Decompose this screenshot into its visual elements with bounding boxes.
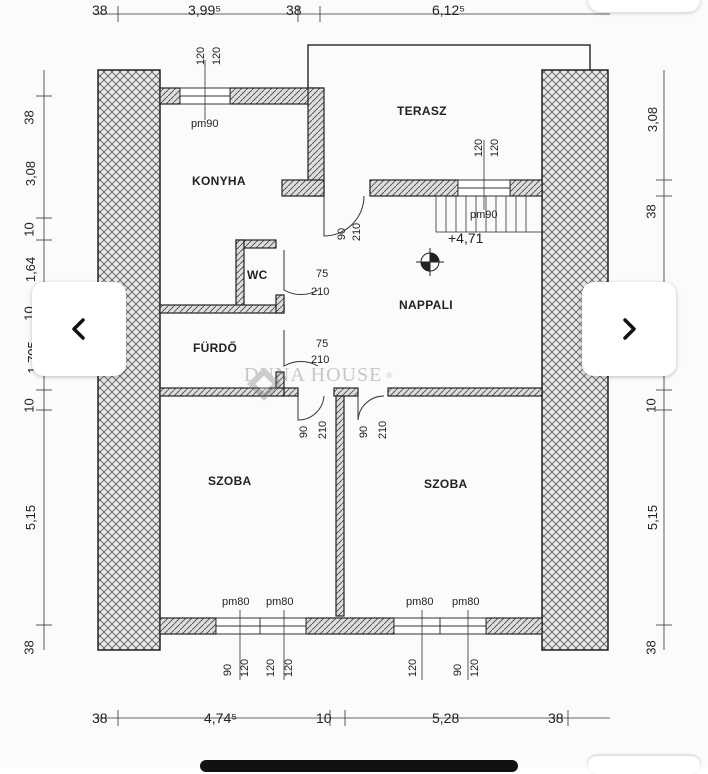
left-dim-1: 38 (21, 110, 37, 125)
left-dim-2: 3,08 (23, 160, 39, 187)
room-label-room-right: SZOBA (424, 477, 468, 491)
bottom-dim-1: 38 (92, 710, 108, 726)
top-dim-4: 6,12⁵ (432, 2, 466, 18)
door-room1-height: 210 (317, 420, 330, 440)
right-dim-5: 38 (643, 640, 659, 655)
door-kitchen-width: 90 (336, 227, 349, 241)
bottom-window-dim-4: 120 (283, 658, 296, 678)
duna-house-logo-icon (247, 367, 281, 401)
top-dim-3: 38 (286, 2, 302, 18)
bottom-window-dim-2: 120 (239, 658, 252, 678)
bottom-window-dim-3: 120 (265, 658, 278, 678)
right-dim-1: 3,08 (645, 106, 661, 133)
window-label-bottom-3: pm80 (406, 596, 434, 608)
door-wc-width: 75 (316, 268, 329, 280)
left-dim-9: 38 (21, 640, 37, 655)
bottom-window-dim-1: 90 (222, 663, 235, 677)
right-dim-2: 38 (643, 204, 659, 219)
next-image-button[interactable] (582, 282, 676, 376)
room-label-wc: WC (247, 268, 268, 282)
duna-house-watermark: DUNA HOUSE ® (244, 364, 393, 401)
right-dim-3: 10 (643, 398, 659, 413)
window-height-terrace-1: 120 (473, 138, 486, 158)
level-label: +4,71 (448, 230, 484, 246)
door-room2-height: 210 (377, 420, 390, 440)
window-label-bottom-2: pm80 (266, 596, 294, 608)
left-dim-8: 5,15 (23, 504, 39, 531)
bottom-dim-5: 38 (548, 710, 564, 726)
window-height-kitchen-2: 120 (211, 46, 224, 66)
left-dim-3: 10 (21, 222, 37, 237)
window-label-kitchen: pm90 (191, 118, 219, 130)
bottom-right-control[interactable] (588, 756, 700, 774)
bottom-dim-2: 4,74⁵ (204, 710, 238, 726)
left-dim-4: 1,64 (23, 256, 39, 283)
right-dim-4: 5,15 (645, 504, 661, 531)
door-room2-width: 90 (358, 425, 371, 439)
thumbnail-strip-indicator[interactable] (200, 760, 518, 772)
bottom-window-dim-5: 120 (407, 658, 420, 678)
door-kitchen-height: 210 (351, 222, 364, 242)
door-wc-height: 210 (311, 286, 330, 298)
door-bath-height: 210 (311, 354, 330, 366)
left-dim-7: 10 (21, 398, 37, 413)
room-label-living: NAPPALI (399, 298, 453, 312)
top-dim-2: 3,99⁵ (188, 2, 222, 18)
room-label-bathroom: FÜRDŐ (193, 341, 238, 355)
room-label-room-left: SZOBA (208, 474, 252, 488)
watermark-brand: DUNA HOUSE (244, 364, 383, 386)
watermark-registered: ® (386, 371, 393, 380)
window-label-bottom-1: pm80 (222, 596, 250, 608)
door-room1-width: 90 (298, 425, 311, 439)
chevron-left-icon (72, 318, 85, 340)
window-label-bottom-4: pm80 (452, 596, 480, 608)
window-label-terrace: pm90 (470, 209, 498, 221)
bottom-window-dim-6: 90 (452, 663, 465, 677)
room-label-terrace: TERASZ (397, 104, 447, 118)
window-height-kitchen-1: 120 (195, 46, 208, 66)
window-height-terrace-2: 120 (489, 138, 502, 158)
bottom-dim-4: 5,28 (432, 710, 460, 726)
prev-image-button[interactable] (32, 282, 126, 376)
bottom-window-dim-7: 120 (469, 658, 482, 678)
top-right-control[interactable] (588, 0, 700, 12)
door-bath-width: 75 (316, 338, 329, 350)
room-label-kitchen: KONYHA (192, 174, 246, 188)
chevron-right-icon (623, 318, 636, 340)
bottom-dim-3: 10 (316, 710, 332, 726)
top-dim-1: 38 (92, 2, 108, 18)
